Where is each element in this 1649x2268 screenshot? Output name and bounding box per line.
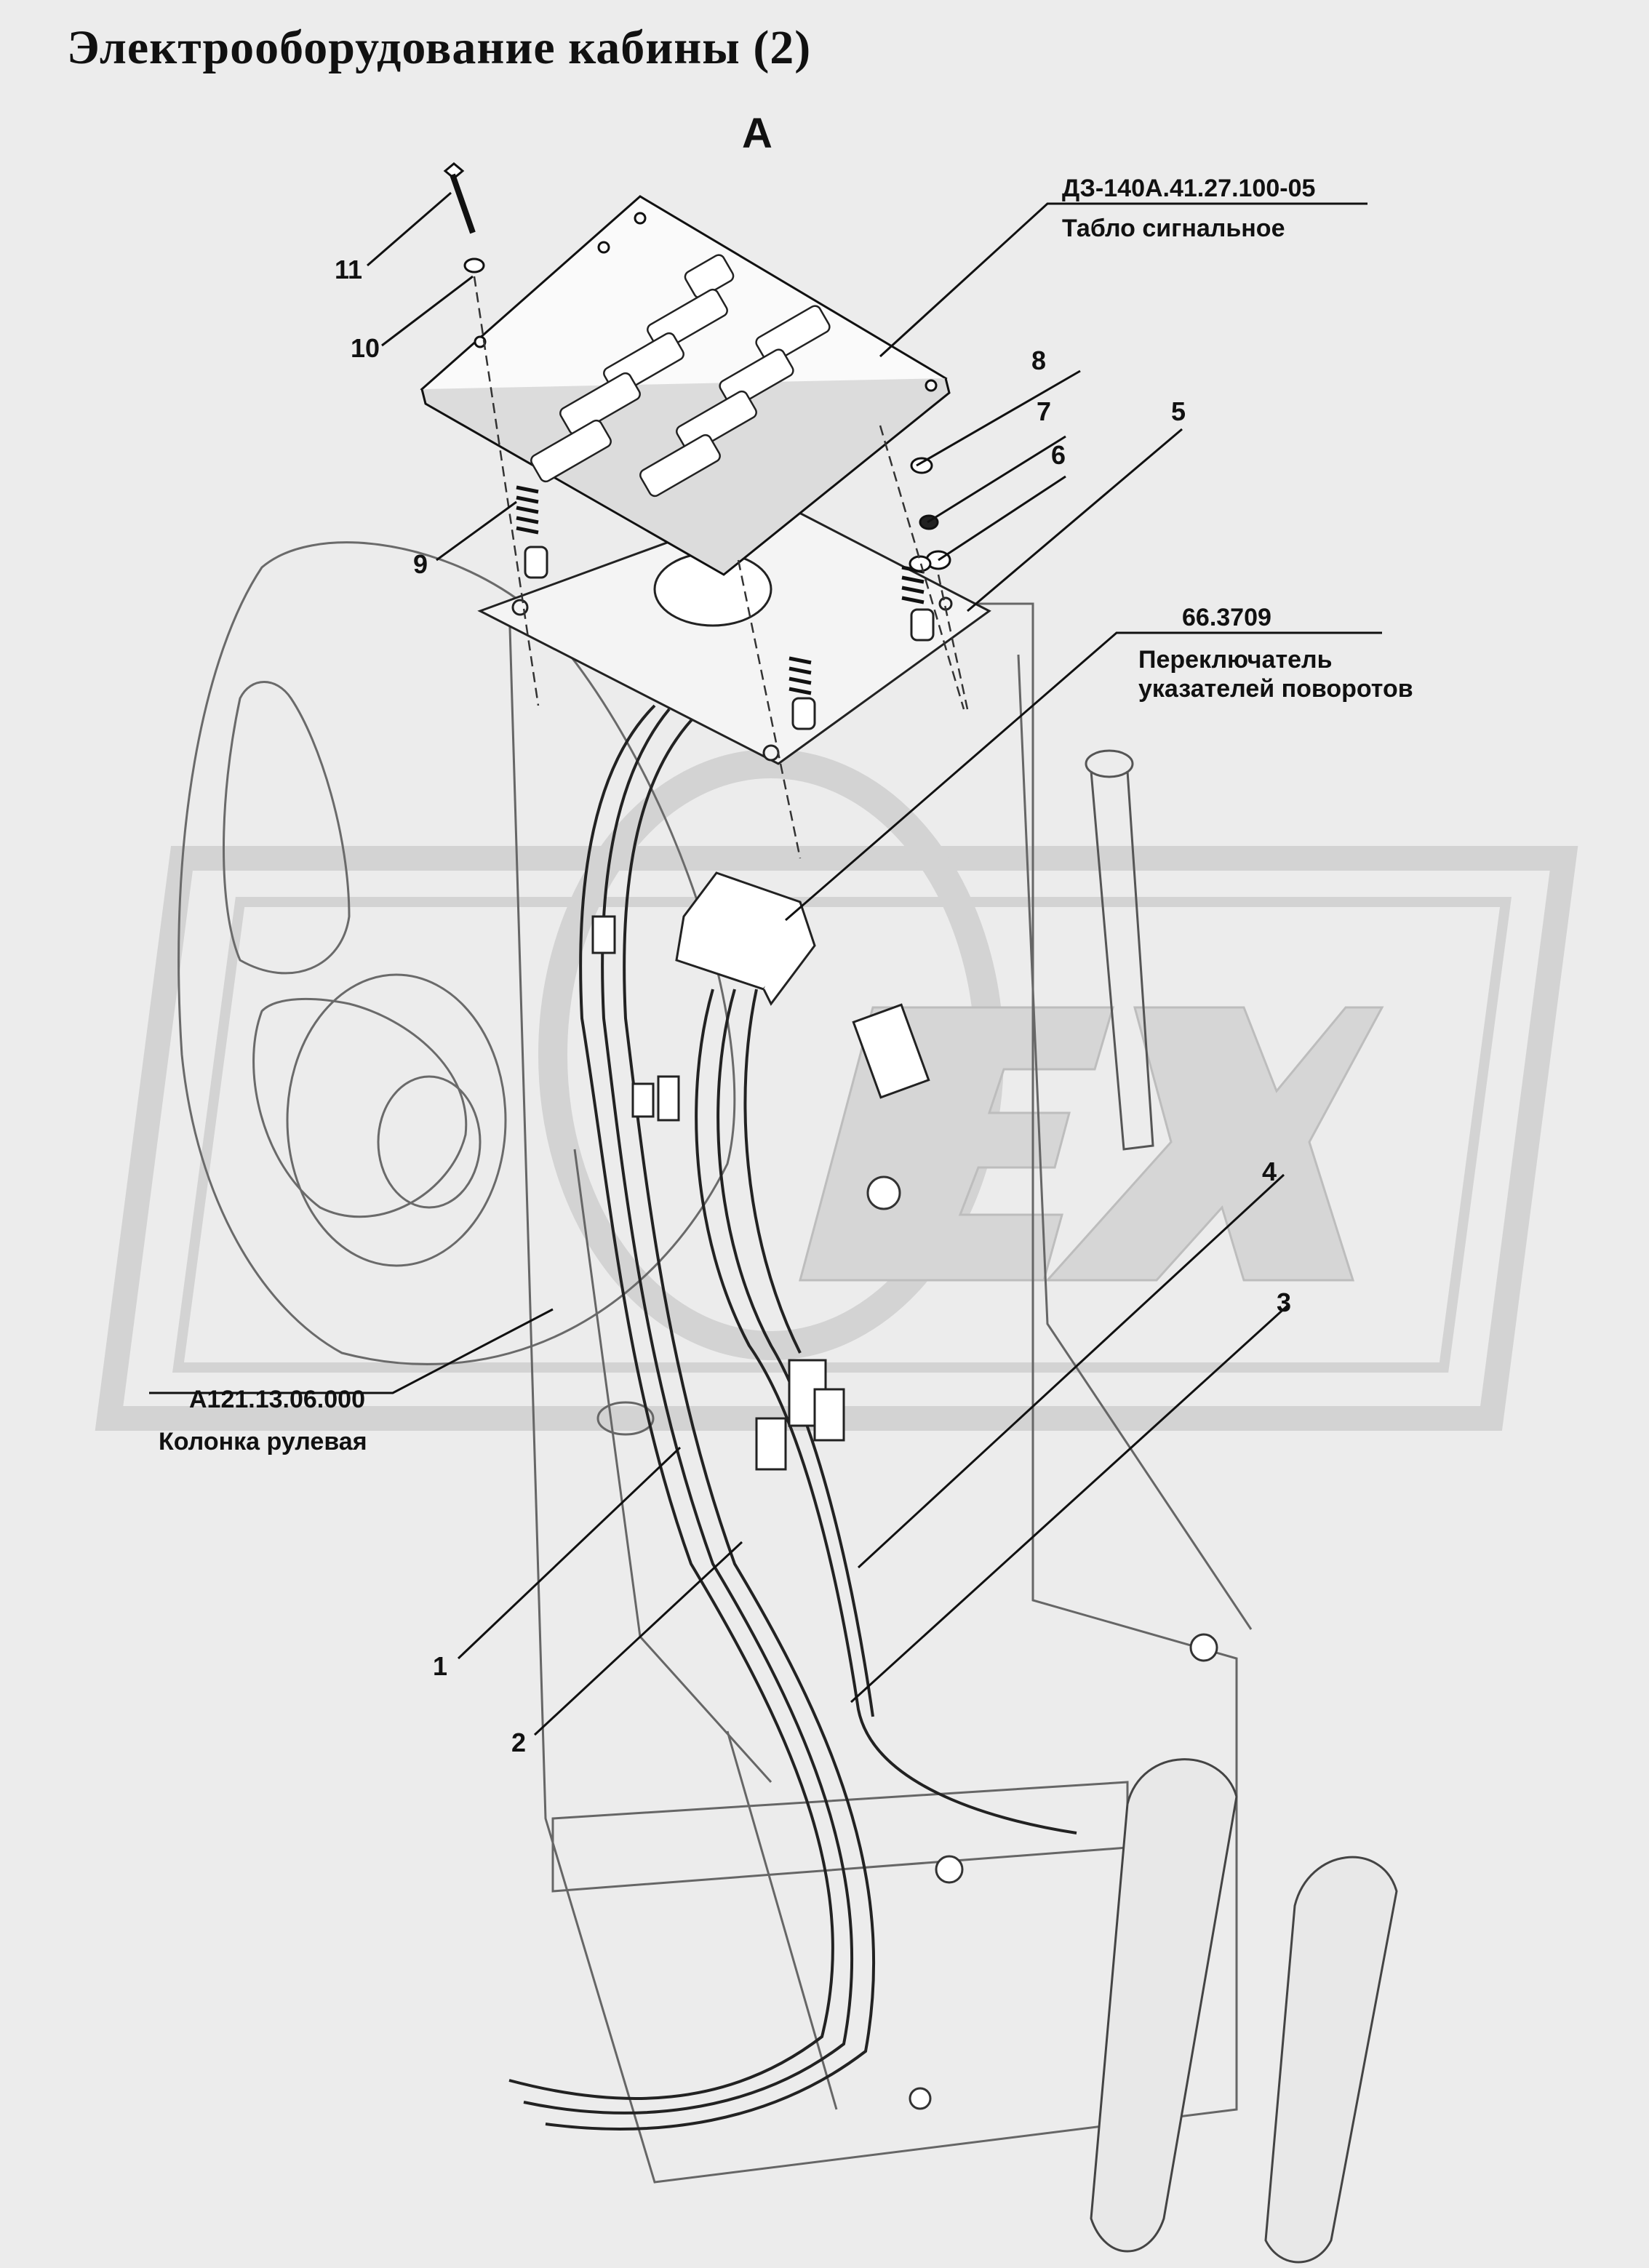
item-number-10: 10 [351,333,380,363]
turn-switch-body [675,871,816,1006]
item-number-8: 8 [1031,346,1047,375]
assembly-lines [473,276,969,859]
panel-indicator-windows [530,254,831,498]
turn-signal-lever [1085,749,1154,1151]
page-title: Электрооборудование кабины (2) [67,21,812,74]
view-label: А [742,110,772,157]
callout-steering-column-desc: Колонка рулевая [159,1428,367,1456]
item-number-9: 9 [413,549,428,579]
harness-connectors [591,915,930,1471]
standoffs [524,546,935,730]
leader-lines [149,191,1382,1736]
item-number-7: 7 [1037,396,1052,426]
mounting-bolts [866,1175,1218,2110]
callout-turn-switch-ref: 66.3709 [1182,604,1271,631]
watermark-logo [95,749,1578,1431]
callout-turn-switch-desc-1: Переключатель [1138,646,1333,674]
callout-steering-column-ref: А121.13.06.000 [189,1386,365,1413]
item-number-4: 4 [1262,1157,1277,1186]
item-number-2: 2 [511,1728,527,1757]
callout-signal-panel-desc: Табло сигнальное [1062,215,1285,242]
item-number-5: 5 [1171,396,1186,426]
item-number-11: 11 [335,255,363,284]
item-number-1: 1 [433,1651,448,1681]
item-number-3: 3 [1277,1287,1292,1317]
callout-signal-panel-ref: ДЗ-140А.41.27.100-05 [1062,175,1316,202]
callout-turn-switch-desc-2: указателей поворотов [1138,675,1413,703]
item-number-6: 6 [1051,440,1066,470]
pedals [1090,1758,1398,2264]
signal-panel [420,195,951,576]
